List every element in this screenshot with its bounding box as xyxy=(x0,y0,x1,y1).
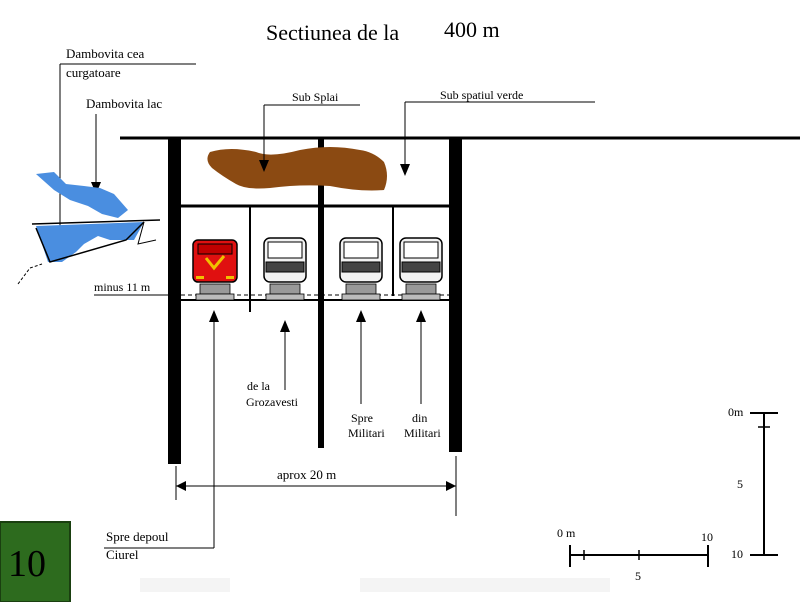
central-wall xyxy=(318,138,324,448)
label-dambovita-lac: Dambovita lac xyxy=(86,96,162,111)
horizontal-scale-bar: 0 m 10 5 xyxy=(557,526,713,583)
label-spre-militari: Militari xyxy=(348,426,385,440)
hscale-label-start: 0 m xyxy=(557,526,576,540)
label-sub-splai: Sub Splai xyxy=(292,90,339,104)
soil-slope xyxy=(17,263,43,285)
channel-outline xyxy=(35,221,145,263)
label-spre: Spre xyxy=(351,411,373,425)
bottom-artifact xyxy=(140,578,230,592)
label-dambovita-curgatoare: Dambovita cea xyxy=(66,46,145,61)
arrowhead xyxy=(280,320,290,332)
label-de-la: de la xyxy=(247,379,271,393)
label-minus-11m: minus 11 m xyxy=(94,280,151,294)
diagram-title: Sectiunea de la xyxy=(266,20,399,45)
arrowhead xyxy=(356,310,366,322)
label-ciurel: Ciurel xyxy=(106,547,139,562)
arrowhead xyxy=(446,481,456,491)
label-aprox-20m: aprox 20 m xyxy=(277,467,336,482)
train-de-la-grozavesti xyxy=(263,237,307,301)
left-diaphragm-wall xyxy=(168,138,181,464)
vscale-label-bottom: 10 xyxy=(731,547,743,561)
arrowhead xyxy=(209,310,219,322)
dambovita-river-water xyxy=(36,222,144,262)
label-dambovita-curgatoare-2: curgatoare xyxy=(66,65,121,80)
vscale-label-top: 0m xyxy=(728,405,744,419)
channel-top-edge xyxy=(31,219,161,225)
train-spre-militari xyxy=(339,237,383,301)
slide-number: 10 xyxy=(8,543,46,585)
label-din-militari: Militari xyxy=(404,426,441,440)
dambovita-lake-water xyxy=(36,172,128,218)
hscale-label-mid: 5 xyxy=(635,569,641,583)
vertical-scale-bar: 0m 5 10 xyxy=(728,405,778,561)
label-din: din xyxy=(412,411,427,425)
label-sub-spatiul-verde: Sub spatiul verde xyxy=(440,88,523,102)
channel-bank xyxy=(137,221,157,245)
vscale-label-mid: 5 xyxy=(737,477,743,491)
soil-mass-under-splai xyxy=(207,147,387,191)
label-spre-depoul: Spre depoul xyxy=(106,529,169,544)
diagram-title-value: 400 m xyxy=(444,17,500,42)
hscale-label-end: 10 xyxy=(701,530,713,544)
label-grozavesti: Grozavesti xyxy=(246,395,299,409)
arrowhead xyxy=(259,160,269,172)
arrowhead xyxy=(400,164,410,176)
train-red-spre-depou xyxy=(192,239,238,301)
slide-number-badge: 10 xyxy=(0,521,71,602)
train-din-militari xyxy=(399,237,443,301)
arrowhead xyxy=(176,481,186,491)
bottom-artifact xyxy=(360,578,610,592)
arrowhead xyxy=(416,310,426,322)
